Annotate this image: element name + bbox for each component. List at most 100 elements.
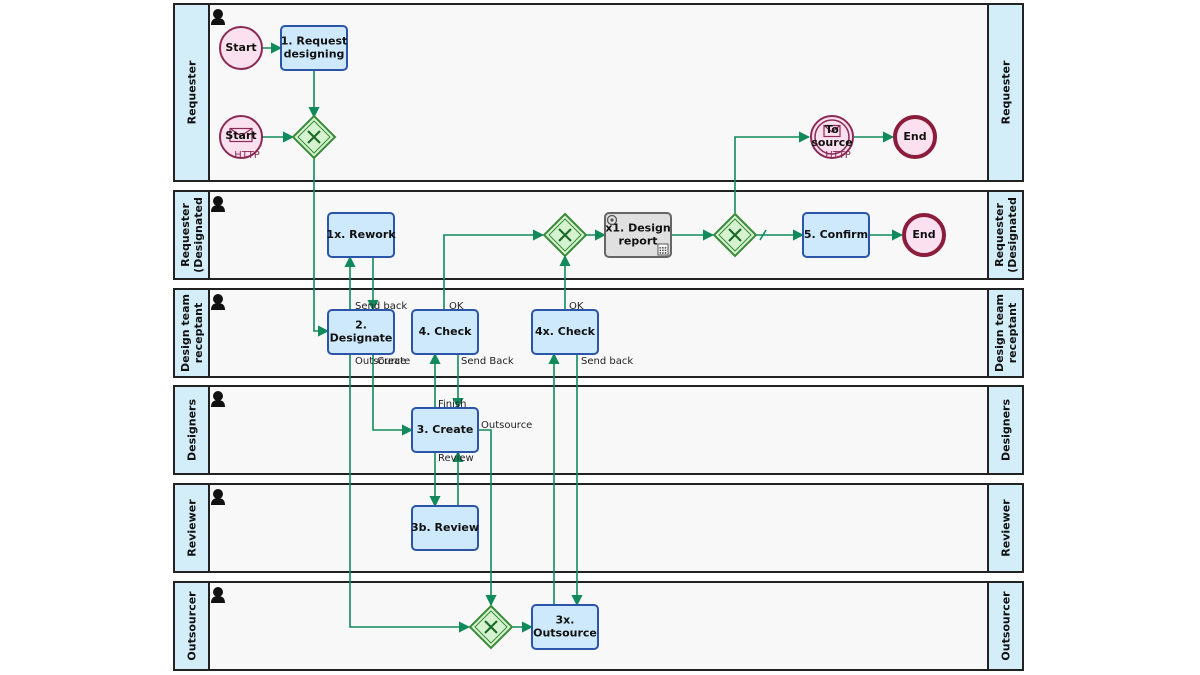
lane-label-right: Reviewer <box>1000 499 1013 557</box>
flow-label-outsource: Outsource <box>355 356 406 367</box>
exclusive-gateway-confirm[interactable] <box>712 212 758 258</box>
flow-designate-create <box>372 354 414 436</box>
task-box <box>531 604 599 650</box>
flow-label-ok-outsource: OK <box>569 301 584 312</box>
gear-icon <box>606 214 618 226</box>
flow-label-create: Create <box>377 356 410 367</box>
end-event-label: End <box>912 228 935 241</box>
task-box <box>411 309 479 355</box>
lane-header-left <box>173 483 210 573</box>
task-t2[interactable]: 2.Designate <box>327 309 395 355</box>
lane-reviewer: Reviewer Reviewer <box>173 483 1024 573</box>
task-label: 1. Request <box>281 35 348 48</box>
lane-body <box>173 385 1024 475</box>
to-source-label-line1: To <box>825 123 839 136</box>
task-label: 4x. Check <box>535 325 596 338</box>
task-box <box>411 505 479 551</box>
task-t5[interactable]: 5. Confirm <box>802 212 870 258</box>
flow-designate-outsource <box>349 354 471 633</box>
lane-header-right <box>987 3 1024 182</box>
task-label: Designate <box>330 332 393 345</box>
flow-label-send-back-outsource: Send back <box>581 356 633 367</box>
flow-label-ok: OK <box>449 301 464 312</box>
task-t3[interactable]: 3. Create <box>411 407 479 453</box>
task-t3x[interactable]: 3x.Outsource <box>531 604 599 650</box>
end-event-label: End <box>903 130 926 143</box>
lane-label-left: Design teamreceptant <box>179 294 205 372</box>
task-label: x1. Design <box>605 222 670 235</box>
end-event-requester[interactable]: End <box>893 115 937 159</box>
flow-label-finish: Finish <box>438 399 466 410</box>
task-label: 5. Confirm <box>804 228 868 241</box>
flow-gateway-to-source <box>734 131 811 213</box>
task-label: Outsource <box>533 627 597 640</box>
lane-header-right <box>987 385 1024 475</box>
task-label: 1x. Rework <box>326 228 396 241</box>
exclusive-gateway-outsource[interactable] <box>468 604 514 650</box>
lane-header-left <box>173 385 210 475</box>
lane-label-left: Requester <box>186 60 199 124</box>
flow-label-outsource-create: Outsource <box>481 420 532 431</box>
start-event-label: Start <box>225 41 256 54</box>
lane-label-right: Requester <box>1000 60 1013 124</box>
person-icon <box>211 196 225 212</box>
lane-body <box>173 288 1024 378</box>
start-http-sublabel: HTTP <box>234 150 260 161</box>
task-t3b[interactable]: 3b. Review <box>411 505 479 551</box>
start-http-label: Start <box>225 129 256 142</box>
task-box <box>604 212 672 258</box>
to-source-label-line2: source <box>811 136 852 149</box>
person-icon <box>211 489 225 505</box>
lane-header-right <box>987 483 1024 573</box>
task-box <box>531 309 599 355</box>
lane-design-team-receptant: Design teamreceptant Design teamreceptant <box>173 288 1024 378</box>
exclusive-gateway-requester[interactable] <box>291 114 337 160</box>
lane-label-left: Reviewer <box>186 499 199 557</box>
default-flow-marker <box>759 229 767 241</box>
task-label: 4. Check <box>419 325 473 338</box>
lane-label-right: Outsourcer <box>1000 591 1013 661</box>
lane-header-left <box>173 581 210 671</box>
envelope-icon <box>823 124 841 138</box>
person-icon <box>211 587 225 603</box>
calculator-icon <box>657 243 669 256</box>
end-event-designated[interactable]: End <box>902 213 946 257</box>
flow-label-send-back-check: Send Back <box>461 356 514 367</box>
lane-body <box>173 483 1024 573</box>
task-t4x[interactable]: 4x. Check <box>531 309 599 355</box>
person-icon <box>211 294 225 310</box>
lane-header-left <box>173 190 210 280</box>
task-label: designing <box>284 48 345 61</box>
task-box <box>802 212 870 258</box>
task-box <box>280 25 348 71</box>
lane-header-right <box>987 190 1024 280</box>
task-label: 3x. <box>556 614 575 627</box>
task-label: 3. Create <box>417 423 474 436</box>
task-t1x[interactable]: 1x. Rework <box>326 212 396 258</box>
lane-header-right <box>987 288 1024 378</box>
task-label: 3b. Review <box>411 521 479 534</box>
start-event[interactable]: Start <box>219 26 263 70</box>
task-box <box>327 212 395 258</box>
lane-label-right: Requester(Designated <box>993 197 1019 273</box>
task-box <box>411 407 479 453</box>
lane-label-right: Design teamreceptant <box>993 294 1019 372</box>
task-label: report <box>619 235 658 248</box>
lane-label-left: Outsourcer <box>186 591 199 661</box>
envelope-icon <box>229 127 253 143</box>
lane-label-left: Designers <box>186 399 199 461</box>
exclusive-gateway-ok-merge[interactable] <box>542 212 588 258</box>
task-t4[interactable]: 4. Check <box>411 309 479 355</box>
task-box <box>327 309 395 355</box>
flow-create-outsource <box>478 429 497 607</box>
flow-label-review: Review <box>438 453 474 464</box>
flow-label-send-back: Send back <box>355 301 407 312</box>
flow-gateway-to-designate <box>313 158 330 337</box>
